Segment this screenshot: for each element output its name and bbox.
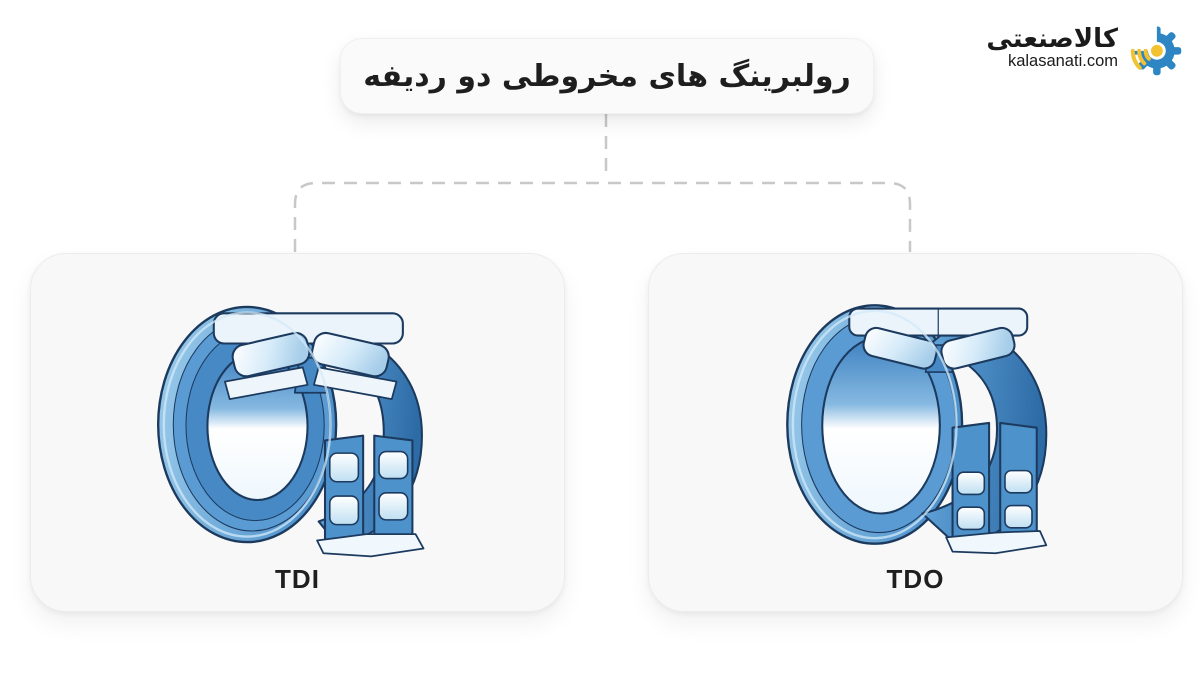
- card-tdo: TDO: [648, 253, 1183, 612]
- card-label-tdo: TDO: [886, 564, 945, 594]
- brand-text: کالاصنعتی kalasanati.com: [986, 26, 1118, 70]
- bearing-tdo-illustration: [785, 304, 1047, 555]
- brand-logo: کالاصنعتی kalasanati.com: [986, 18, 1186, 78]
- bearing-tdi-illustration: [156, 305, 424, 558]
- connector-branch: [293, 181, 912, 252]
- gear-wifi-icon: [1130, 24, 1182, 76]
- page-title: رولبرینگ های مخروطی دو ردیفه: [363, 58, 851, 94]
- brand-domain: kalasanati.com: [1007, 52, 1118, 71]
- card-tdi: TDI: [30, 253, 565, 612]
- card-label-tdi: TDI: [275, 564, 320, 594]
- title-box: رولبرینگ های مخروطی دو ردیفه: [340, 38, 874, 114]
- brand-name: کالاصنعتی: [986, 24, 1118, 55]
